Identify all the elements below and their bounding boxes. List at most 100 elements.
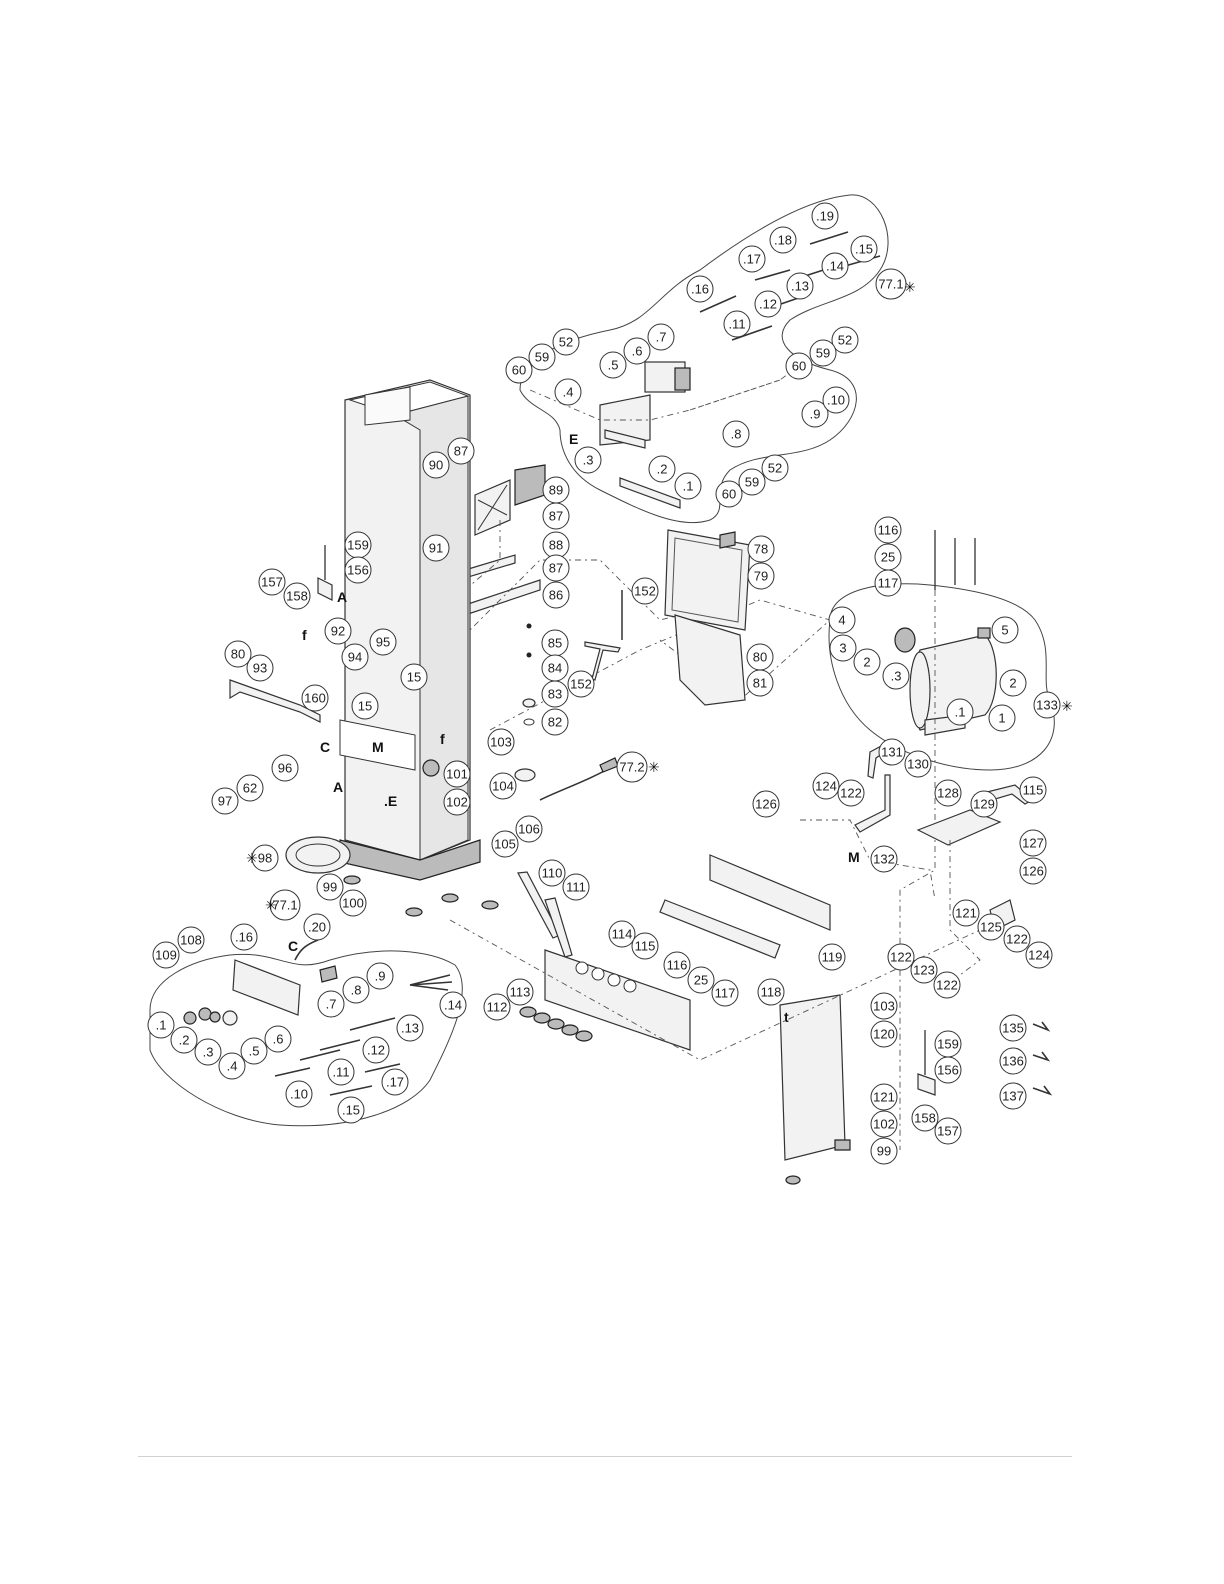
spacer-stack: [522, 623, 536, 726]
callout-13b: .13: [396, 1014, 424, 1042]
relay-8: [319, 965, 338, 983]
footer-rule: [138, 1456, 1072, 1457]
callout-82: 82: [541, 708, 569, 736]
svg-text:103: 103: [873, 999, 895, 1014]
svg-text:93: 93: [253, 661, 267, 676]
callout-102a: 102: [443, 788, 471, 816]
callout-3: .3: [574, 446, 602, 474]
callout-59a: 59: [528, 343, 556, 371]
callout-110: 110: [538, 859, 566, 887]
svg-text:.14: .14: [826, 259, 844, 274]
side-panel-120: [779, 994, 846, 1161]
wrench-111: [544, 897, 573, 958]
svg-text:109: 109: [155, 948, 177, 963]
svg-text:111: 111: [566, 880, 586, 895]
wire-set-bottom: [274, 1017, 401, 1096]
label-E-cabinet: .E: [384, 793, 397, 809]
callout-2mb: 2: [999, 669, 1027, 697]
svg-text:.12: .12: [759, 297, 777, 312]
callout-2m: 2: [853, 648, 881, 676]
svg-text:113: 113: [510, 985, 531, 1000]
callout-7: .7: [647, 323, 675, 351]
svg-text:97: 97: [218, 794, 232, 809]
callout-117b: 117: [711, 979, 739, 1007]
svg-text:152: 152: [570, 677, 592, 692]
plate-128: [916, 809, 1002, 846]
callout-25a: 25: [874, 543, 902, 571]
svg-text:80: 80: [231, 647, 245, 662]
callout-81: 81: [746, 669, 774, 697]
callout-14b: .14: [439, 991, 467, 1019]
callout-133: 133: [1033, 691, 1061, 719]
callout-158b: 158: [911, 1104, 939, 1132]
cable-20: [294, 939, 319, 961]
svg-text:98: 98: [258, 851, 272, 866]
svg-text:105: 105: [494, 837, 516, 852]
svg-text:1: 1: [998, 711, 1005, 726]
callout-15d: .15: [337, 1096, 365, 1124]
label-t-side: t: [784, 1009, 789, 1025]
rail-holes: [575, 961, 637, 993]
hex-keys: [1032, 1021, 1053, 1096]
svg-text:124: 124: [815, 779, 837, 794]
callout-52c: 52: [761, 454, 789, 482]
callout-126b: 126: [1019, 857, 1047, 885]
asterisk-133: ✳: [1061, 699, 1073, 715]
callout-106: 106: [515, 815, 543, 843]
callout-3m: 3: [829, 634, 857, 662]
callout-771a: 77.1: [875, 268, 907, 300]
callout-89: 89: [542, 476, 570, 504]
callout-6: .6: [623, 337, 651, 365]
label-A-cabinet: A: [333, 779, 343, 795]
callout-12: .12: [754, 290, 782, 318]
bracket-156-bottom: [917, 1073, 936, 1096]
callout-127: 127: [1019, 829, 1047, 857]
callout-60c: 60: [715, 480, 743, 508]
callout-78: 78: [747, 535, 775, 563]
svg-text:.5: .5: [249, 1044, 260, 1059]
callout-52b: 52: [831, 326, 859, 354]
svg-text:.10: .10: [290, 1087, 308, 1102]
callout-113: 113: [506, 978, 534, 1006]
svg-text:.9: .9: [810, 407, 821, 422]
svg-text:77.1: 77.1: [878, 277, 903, 292]
callout-8b: .8: [342, 976, 370, 1004]
svg-text:156: 156: [937, 1063, 959, 1078]
svg-text:108: 108: [180, 933, 202, 948]
callout-15a: .15: [850, 235, 878, 263]
leader-motor-down: [899, 590, 936, 1150]
callout-9b: .9: [366, 962, 394, 990]
svg-text:125: 125: [980, 920, 1002, 935]
svg-text:102: 102: [446, 795, 468, 810]
leader-center-b: [489, 599, 831, 731]
control-panel-16: [232, 959, 301, 1016]
callout-79: 79: [747, 562, 775, 590]
callout-101: 101: [443, 760, 471, 788]
svg-text:115: 115: [635, 939, 656, 954]
svg-text:116: 116: [878, 523, 899, 538]
callout-62: 62: [236, 774, 264, 802]
svg-text:89: 89: [549, 483, 563, 498]
callout-103a: 103: [487, 728, 515, 756]
asterisk-77-1-bottom: ✳: [265, 898, 277, 914]
callout-128: 128: [934, 779, 962, 807]
svg-text:77.2: 77.2: [619, 760, 644, 775]
svg-text:95: 95: [376, 635, 390, 650]
svg-text:.3: .3: [203, 1045, 214, 1060]
callout-16b: .16: [230, 923, 258, 951]
svg-text:60: 60: [792, 359, 806, 374]
callout-11: .11: [723, 310, 751, 338]
svg-text:.8: .8: [351, 983, 362, 998]
callout-18: .18: [769, 226, 797, 254]
svg-text:110: 110: [542, 866, 563, 881]
leader-bracket-a: [800, 819, 936, 901]
callout-25b: 25: [687, 966, 715, 994]
callout-772: 77.2: [616, 751, 648, 783]
callout-87b: 87: [542, 502, 570, 530]
svg-text:81: 81: [753, 676, 767, 691]
svg-text:.6: .6: [273, 1032, 284, 1047]
callout-87a: 87: [447, 437, 475, 465]
callout-130: 130: [904, 750, 932, 778]
callout-1mb: 1: [988, 704, 1016, 732]
grommets-112: [519, 1006, 593, 1042]
